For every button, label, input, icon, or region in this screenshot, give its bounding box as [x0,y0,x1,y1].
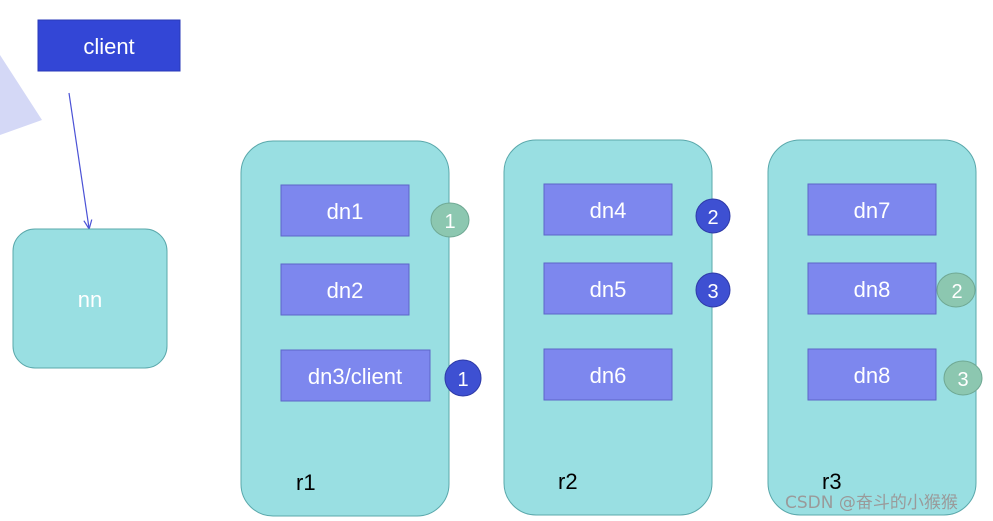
replica-badge: 2 [695,198,731,234]
decorative-triangle [0,55,42,135]
replica-badge-number: 1 [444,211,455,233]
client-node: client [37,19,181,72]
replica-badge: 3 [943,360,983,396]
rack-r1: r1 dn1 1 dn2 dn3/client 1 [240,140,482,517]
datanode-label: dn8 [854,363,891,388]
datanode-dn2: dn2 [280,263,410,316]
datanode-dn1: dn1 [280,184,410,237]
rack-label: r1 [296,470,316,495]
datanode-dn5: dn5 [543,262,673,315]
datanode-label: dn5 [590,277,627,302]
datanode-dn8-b: dn8 [807,348,937,401]
datanode-label: dn4 [590,198,627,223]
rack-r3: r3 dn7 dn8 2 dn8 3 [767,139,983,516]
datanode-dn4: dn4 [543,183,673,236]
client-label: client [83,34,134,59]
replica-badge-number: 2 [707,207,718,229]
datanode-dn3-client: dn3/client [280,349,431,402]
datanode-label: dn8 [854,277,891,302]
rack-label: r2 [558,469,578,494]
datanode-dn8-a: dn8 [807,262,937,315]
replica-badge-number: 3 [957,369,968,391]
watermark: CSDN @奋斗的小猴猴 [785,493,958,513]
client-to-namenode-arrow [68,92,89,228]
replica-badge: 2 [936,272,976,308]
replica-badge-number: 1 [457,369,468,391]
datanode-label: dn2 [327,278,364,303]
datanode-label: dn3/client [308,364,402,389]
datanode-label: dn7 [854,198,891,223]
namenode: nn [12,228,168,369]
rack-label: r3 [822,469,842,494]
datanode-label: dn1 [327,199,364,224]
replica-badge-number: 3 [707,281,718,303]
replica-badge: 3 [695,272,731,308]
datanode-dn7: dn7 [807,183,937,236]
datanode-label: dn6 [590,363,627,388]
replica-badge-number: 2 [951,281,962,303]
datanode-dn6: dn6 [543,348,673,401]
replica-badge: 1 [444,359,482,397]
rack-r2: r2 dn4 2 dn5 3 dn6 [503,139,731,516]
namenode-label: nn [78,287,102,312]
replica-badge: 1 [430,202,470,238]
